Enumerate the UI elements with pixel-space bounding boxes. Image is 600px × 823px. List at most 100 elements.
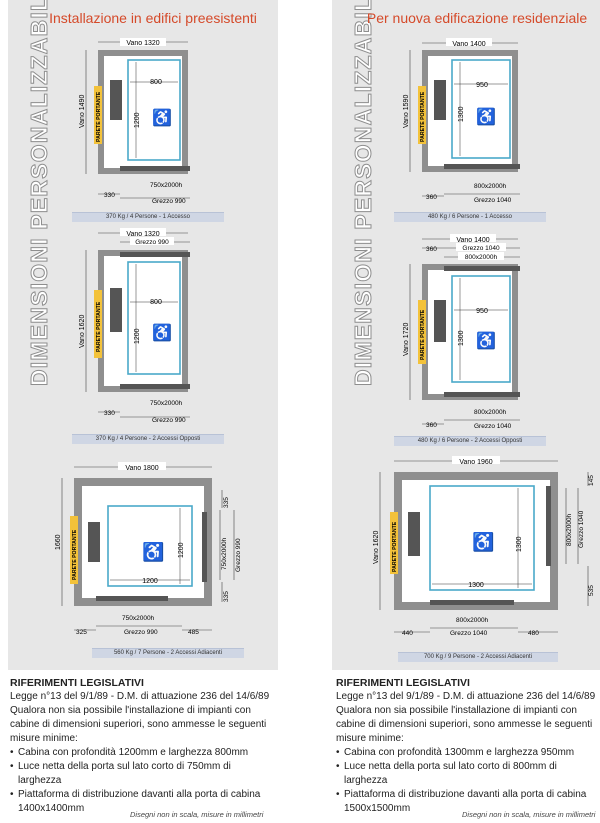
- dim-cabin-depth: 1300: [458, 106, 465, 122]
- references-law: Legge n°13 del 9/1/89 - D.M. di attuazio…: [10, 691, 270, 702]
- section-title: Installazione in edifici preesistenti: [49, 10, 257, 26]
- dim-door-top: 800x2000h: [465, 254, 498, 261]
- dim-grezzo-top: Grezzo 990: [135, 239, 169, 246]
- dim-side-b: 335: [223, 591, 230, 602]
- dim-door: 750x2000h: [122, 615, 155, 622]
- dim-vano-width: Vano 1960: [459, 459, 492, 466]
- wheelchair-icon: ♿: [152, 108, 172, 127]
- dim-grezzo: Grezzo 1040: [474, 197, 512, 204]
- wall-label: PARETE PORTANTE: [420, 309, 426, 360]
- dim-door: 750x2000h: [150, 400, 183, 407]
- legislative-references: RIFERIMENTI LEGISLATIVI Legge n°13 del 9…: [10, 676, 270, 816]
- caption-plan-1: 370 Kg / 4 Persone - 1 Accesso: [72, 212, 224, 222]
- dim-grezzo-top: Grezzo 1040: [462, 245, 500, 252]
- dim-vano-width: Vano 1800: [125, 465, 158, 472]
- dim-cabin-width: 950: [476, 82, 488, 89]
- list-item: Cabina con profondità 1300mm e larghezza…: [336, 746, 596, 760]
- dim-vano-height: Vano 1590: [403, 95, 410, 128]
- caption-plan-3: 700 Kg / 9 Persone - 2 Accessi Adiacenti: [398, 652, 558, 662]
- floor-plan-3: Vano 1960 ♿ 1300 1300 PARETE PORTANTE Va…: [373, 456, 595, 637]
- dim-door: 800x2000h: [474, 409, 507, 416]
- references-heading: RIFERIMENTI LEGISLATIVI: [10, 677, 144, 689]
- wheelchair-icon: ♿: [476, 331, 496, 350]
- dim-side-top: 360: [426, 246, 437, 253]
- dim-side: 330: [104, 410, 115, 417]
- dim-vano-height: Vano 1620: [79, 315, 86, 348]
- dim-side-grezzo: Grezzo 1040: [578, 510, 585, 548]
- references-heading: RIFERIMENTI LEGISLATIVI: [336, 677, 470, 689]
- dim-side: 330: [104, 192, 115, 199]
- dim-side: 440: [402, 630, 413, 637]
- dim-cabin-width: 1200: [142, 578, 158, 585]
- dim-grezzo: Grezzo 990: [152, 198, 186, 205]
- caption-plan-2: 480 Kg / 6 Persone - 2 Accessi Opposti: [394, 436, 546, 446]
- dim-vano-width: Vano 1320: [126, 231, 159, 238]
- dim-grezzo: Grezzo 990: [124, 629, 158, 636]
- floor-plan-2: Vano 1400 360 Grezzo 1040 800x2000h 950 …: [403, 234, 520, 430]
- dim-side-a: 335: [223, 497, 230, 508]
- references-list: Cabina con profondità 1200mm e larghezza…: [10, 746, 270, 816]
- references-list: Cabina con profondità 1300mm e larghezza…: [336, 746, 596, 816]
- wall-label: PARETE PORTANTE: [96, 301, 102, 352]
- floor-plan-1: Vano 1320 800 1200 ♿ PARETE PORTANTE Van…: [79, 38, 190, 205]
- wall-label: PARETE PORTANTE: [96, 91, 102, 142]
- list-item: Piattaforma di distribuzione davanti all…: [10, 788, 270, 816]
- list-item: Piattaforma di distribuzione davanti all…: [336, 788, 596, 816]
- dim-grezzo: Grezzo 1040: [450, 630, 488, 637]
- dim-cabin-depth: 1200: [178, 542, 185, 558]
- legislative-references: RIFERIMENTI LEGISLATIVI Legge n°13 del 9…: [336, 676, 596, 816]
- dim-vano-width: Vano 1400: [456, 237, 489, 244]
- dim-door: 800x2000h: [474, 183, 507, 190]
- dim-vano-height: 1660: [55, 534, 62, 550]
- caption-plan-3: 560 Kg / 7 Persone - 2 Accessi Adiacenti: [92, 648, 244, 658]
- vertical-title: DIMENSIONI PERSONALIZZABILI: [350, 0, 377, 387]
- list-item: Luce netta della porta sul lato corto di…: [10, 760, 270, 788]
- scale-note: Disegni non in scala, misure in millimet…: [462, 810, 596, 819]
- floor-plan-1: Vano 1400 950 1300 ♿ PARETE PORTANTE Van…: [403, 38, 520, 204]
- dim-cabin-depth: 1300: [516, 536, 523, 552]
- dim-side: 360: [426, 194, 437, 201]
- dim-door: 800x2000h: [456, 617, 489, 624]
- column-new-residential: DIMENSIONI PERSONALIZZABILI Per nuova ed…: [332, 0, 600, 823]
- wheelchair-icon: ♿: [472, 531, 494, 552]
- wheelchair-icon: ♿: [476, 107, 496, 126]
- wall-label: PARETE PORTANTE: [72, 529, 78, 580]
- wheelchair-icon: ♿: [142, 541, 164, 562]
- scale-note: Disegni non in scala, misure in millimet…: [130, 810, 264, 819]
- dim-vano-height: Vano 1720: [403, 323, 410, 356]
- dim-cabin-depth: 1200: [134, 328, 141, 344]
- dim-grezzo: Grezzo 1040: [474, 423, 512, 430]
- column-existing-buildings: DIMENSIONI PERSONALIZZABILI Installazion…: [8, 0, 278, 823]
- dim-side: 360: [426, 422, 437, 429]
- dim-cabin-depth: 1300: [458, 330, 465, 346]
- floor-plan-2: Vano 1320 Grezzo 990 800 1200 ♿ PARETE P…: [79, 228, 190, 424]
- caption-plan-2: 370 Kg / 4 Persone - 2 Accessi Opposti: [72, 434, 224, 444]
- dim-cabin-depth: 1200: [134, 112, 141, 128]
- dim-side-door: 750x2000h: [221, 537, 228, 570]
- dim-cabin-width: 950: [476, 308, 488, 315]
- dim-grezzo: Grezzo 990: [152, 417, 186, 424]
- references-body: Qualora non sia possibile l'installazion…: [336, 705, 593, 744]
- dim-side-right: 485: [188, 629, 199, 636]
- dim-cabin-width: 800: [150, 299, 162, 306]
- dim-cabin-width: 800: [150, 79, 162, 86]
- dim-cabin-width: 1300: [468, 582, 484, 589]
- section-title: Per nuova edificazione residenziale: [366, 10, 588, 26]
- wall-label: PARETE PORTANTE: [392, 521, 398, 572]
- dim-side-door: 800x2000h: [566, 513, 573, 546]
- list-item: Cabina con profondità 1200mm e larghezza…: [10, 746, 270, 760]
- wheelchair-icon: ♿: [152, 323, 172, 342]
- dim-door: 750x2000h: [150, 182, 183, 189]
- references-body: Qualora non sia possibile l'installazion…: [10, 705, 267, 744]
- dim-side-b: 535: [588, 585, 595, 596]
- dim-side-right: 480: [528, 630, 539, 637]
- wall-label: PARETE PORTANTE: [420, 91, 426, 142]
- references-law: Legge n°13 del 9/1/89 - D.M. di attuazio…: [336, 691, 596, 702]
- vertical-title: DIMENSIONI PERSONALIZZABILI: [26, 0, 53, 387]
- dim-vano-width: Vano 1320: [126, 40, 159, 47]
- list-item: Luce netta della porta sul lato corto di…: [336, 760, 596, 788]
- caption-plan-1: 480 Kg / 6 Persone - 1 Accesso: [394, 212, 546, 222]
- dim-side-grezzo: Grezzo 990: [235, 538, 242, 572]
- floor-plan-3: Vano 1800 ♿ 1200 1200 PARETE PORTANTE 16…: [55, 462, 242, 636]
